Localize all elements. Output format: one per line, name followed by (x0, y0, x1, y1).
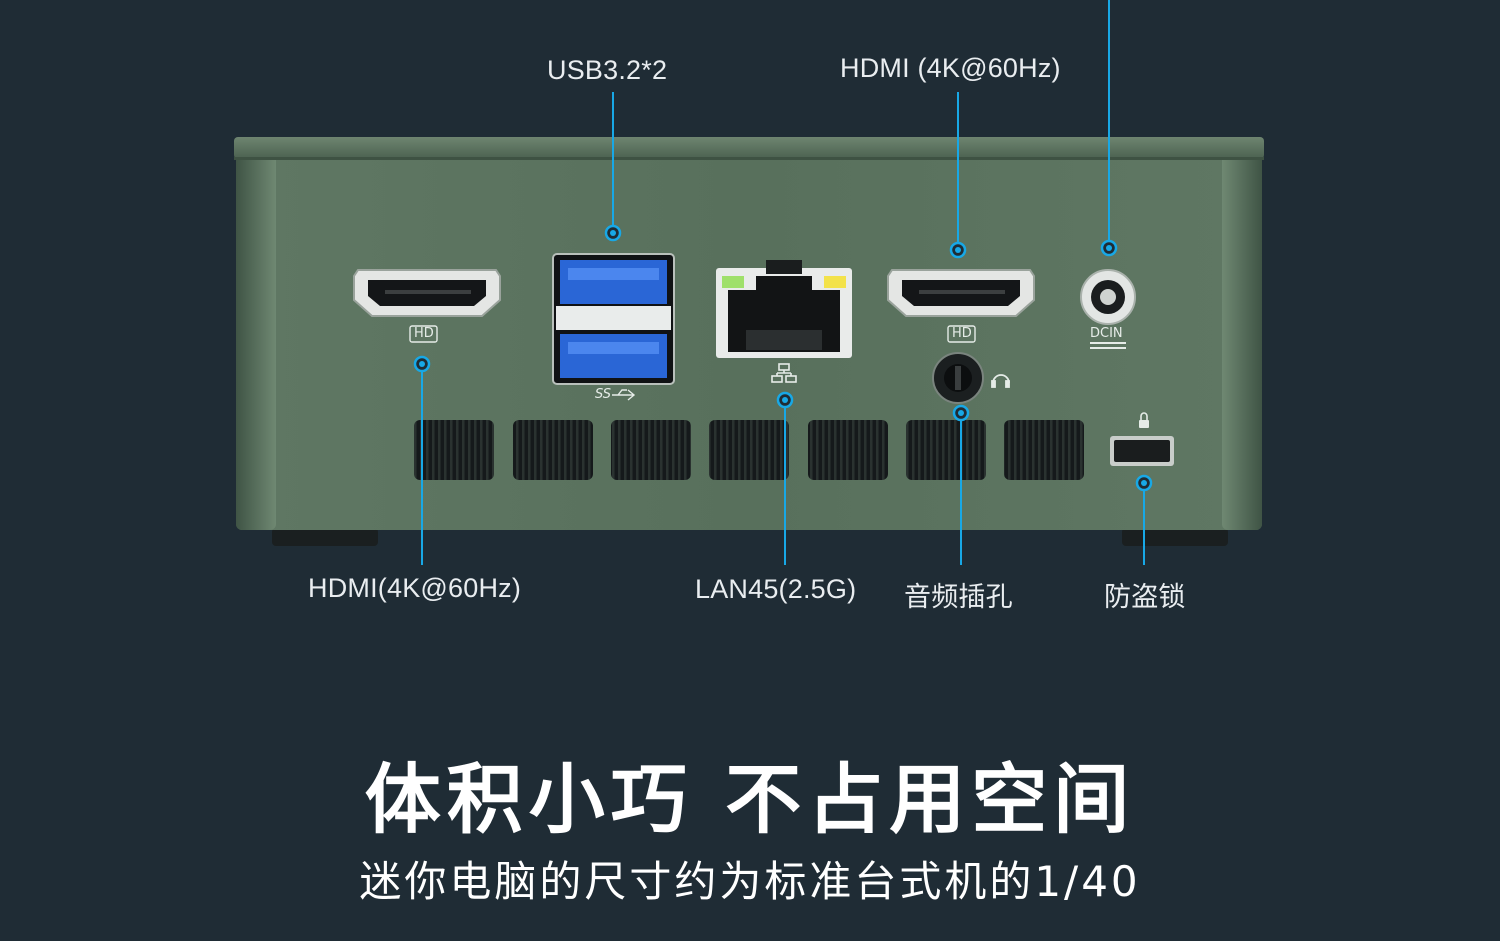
lan-port (716, 260, 852, 358)
vent-grilles (414, 420, 1084, 480)
lock-slot (1110, 412, 1174, 466)
usb-ports (552, 253, 675, 385)
lock-label: 防盗锁 (1104, 582, 1186, 612)
usb-label: USB3.2*2 (547, 55, 668, 85)
hd-mark-right: HD (952, 326, 972, 341)
hdmi-port-left (353, 269, 501, 317)
hdmi-top-label: HDMI (4K@60Hz) (840, 53, 1061, 83)
hdmi-port-right (887, 269, 1035, 317)
audio-jack (932, 352, 984, 404)
headphone-icon (991, 374, 1010, 388)
hd-mark-left: HD (414, 326, 434, 341)
audio-label: 音频插孔 (904, 582, 1013, 612)
foot-right (1122, 528, 1228, 546)
subline: 迷你电脑的尺寸约为标准台式机的1/40 (359, 857, 1141, 906)
dc-in-port (1080, 269, 1136, 349)
usb-logo-icon (612, 389, 636, 401)
headline: 体积小巧 不占用空间 (364, 755, 1136, 844)
hdmi-bottom-label: HDMI(4K@60Hz) (308, 573, 522, 603)
chassis-lid (234, 137, 1264, 159)
usb-ss-mark: SS (595, 387, 612, 402)
lan-network-icon (771, 363, 797, 383)
lock-icon (1139, 420, 1149, 428)
foot-left (272, 528, 378, 546)
lan-label: LAN45(2.5G) (695, 574, 857, 604)
callout-lines (421, 0, 1145, 565)
dcin-mark: DCIN (1090, 326, 1123, 341)
